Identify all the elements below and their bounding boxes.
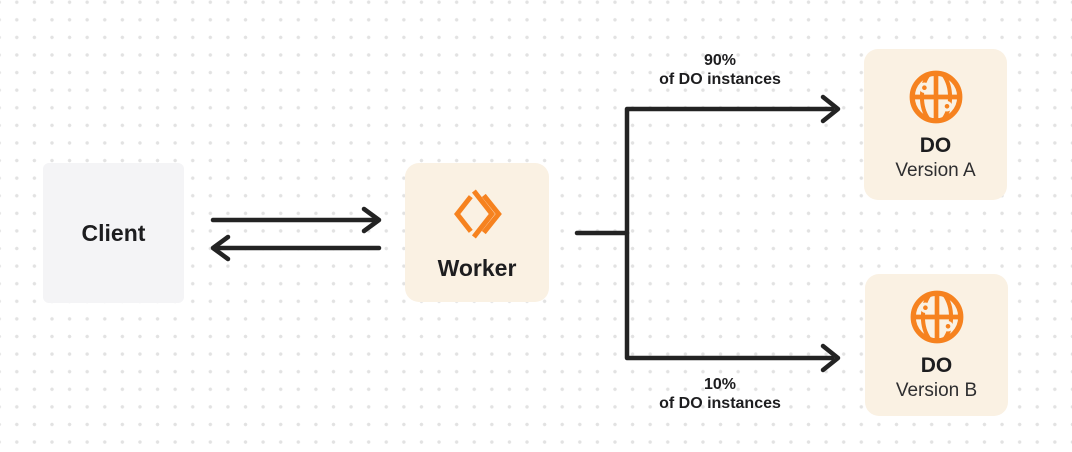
bottom-branch-arrowhead-icon (820, 343, 841, 373)
top-branch-arrowhead-icon (820, 94, 841, 124)
right-arrowhead-icon (361, 206, 382, 234)
worker-node: Worker (405, 163, 549, 302)
split-branch-lines (624, 106, 835, 361)
do-version-b-node: DO Version B (865, 274, 1008, 416)
bottom-branch-caption: of DO instances (659, 395, 781, 412)
do-b-title: DO (920, 354, 953, 378)
left-arrowhead-icon (210, 234, 231, 262)
top-branch-percent: 90% (703, 52, 737, 69)
durable-object-globe-icon (907, 68, 965, 126)
do-a-title: DO (919, 133, 952, 157)
do-a-subtitle: Version A (895, 159, 976, 181)
do-version-a-node: DO Version A (864, 49, 1007, 200)
cloudflare-workers-icon (446, 183, 508, 245)
client-node: Client (43, 163, 184, 303)
bottom-branch-percent: 10% (703, 376, 737, 393)
do-b-subtitle: Version B (895, 380, 978, 402)
worker-label: Worker (437, 255, 517, 281)
top-branch-caption: of DO instances (659, 71, 781, 88)
client-label: Client (81, 219, 146, 246)
durable-object-globe-icon (908, 288, 966, 346)
top-branch-label: 90% of DO instances (615, 51, 825, 89)
bottom-branch-label: 10% of DO instances (615, 375, 825, 413)
